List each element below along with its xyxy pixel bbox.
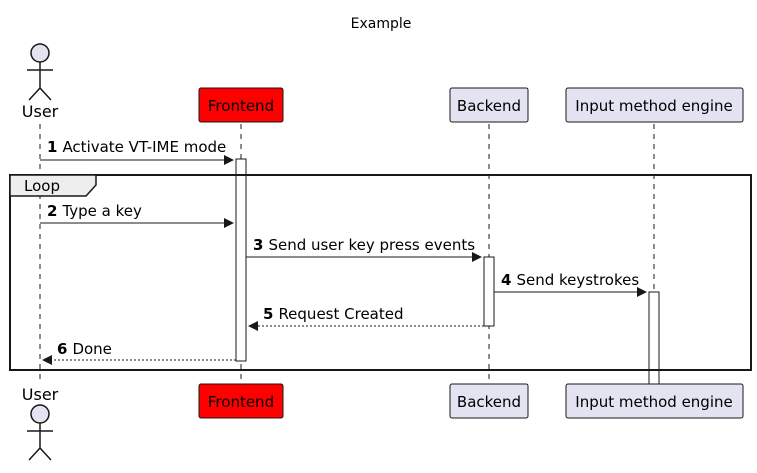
- loop-label-tab: [9, 174, 97, 197]
- participant-backend-bottom: Backend: [449, 383, 529, 419]
- loop-fragment: Loop: [9, 174, 752, 371]
- participant-label-input-method-engine: Input method engine: [575, 393, 732, 411]
- participant-label-frontend: Frontend: [208, 97, 274, 115]
- participant-label-backend: Backend: [457, 97, 521, 115]
- message-4: 4 Send keystrokes: [494, 271, 647, 297]
- participant-box-backend: [449, 383, 529, 419]
- message-number: 3: [253, 236, 263, 254]
- participant-user-bottom: User: [22, 385, 59, 461]
- message-label: 3 Send user key press events: [253, 236, 475, 254]
- message-3: 3 Send user key press events: [246, 236, 482, 262]
- participant-box-frontend: [198, 383, 284, 419]
- message-text: Done: [72, 340, 111, 358]
- loop-label: Loop: [24, 177, 60, 195]
- message-1: 1 Activate VT-IME mode: [40, 138, 234, 165]
- message-label: 6 Done: [57, 340, 112, 358]
- user-icon: [27, 43, 53, 101]
- message-number: 1: [47, 138, 57, 156]
- participant-frontend-top: Frontend: [198, 87, 284, 123]
- message-label: 1 Activate VT-IME mode: [47, 138, 226, 156]
- participant-box-frontend: [198, 87, 284, 123]
- participant-box-input-method-engine: [565, 383, 744, 419]
- message-text: Type a key: [61, 202, 142, 220]
- activation-bar-frontend: [235, 158, 247, 362]
- message-label: 4 Send keystrokes: [501, 271, 639, 289]
- diagram-title: Example: [351, 16, 412, 32]
- message-text: Send keystrokes: [516, 271, 639, 289]
- participant-label-backend: Backend: [457, 393, 521, 411]
- message-number: 6: [57, 340, 67, 358]
- message-label: 5 Request Created: [263, 305, 404, 323]
- message-text: Request Created: [278, 305, 403, 323]
- message-number: 4: [501, 271, 511, 289]
- message-text: Activate VT-IME mode: [62, 138, 226, 156]
- participant-backend-top: Backend: [449, 87, 529, 123]
- participant-input-method-engine-top: Input method engine: [565, 87, 744, 123]
- participants-bottom: User Frontend Backend Input met: [22, 383, 744, 461]
- message-number: 2: [47, 202, 57, 220]
- participant-label-input-method-engine: Input method engine: [575, 97, 732, 115]
- participant-label-user: User: [22, 385, 59, 404]
- participant-input-method-engine-bottom: Input method engine: [565, 383, 744, 419]
- participant-user-top: User: [22, 43, 59, 121]
- participant-frontend-bottom: Frontend: [198, 383, 284, 419]
- message-6: 6 Done: [42, 340, 236, 365]
- activation-bar-backend: [483, 256, 495, 327]
- message-number: 5: [263, 305, 273, 323]
- participants-top: User Frontend Backend Input method engin…: [22, 43, 744, 123]
- participant-box-backend: [449, 87, 529, 123]
- participant-label-user: User: [22, 102, 59, 121]
- lifelines: [39, 124, 655, 384]
- message-5: 5 Request Created: [248, 305, 484, 331]
- message-text: Send user key press events: [268, 236, 475, 254]
- user-icon: [27, 404, 53, 461]
- participant-label-frontend: Frontend: [208, 393, 274, 411]
- loop-frame: [9, 174, 752, 371]
- participant-box-input-method-engine: [565, 87, 744, 123]
